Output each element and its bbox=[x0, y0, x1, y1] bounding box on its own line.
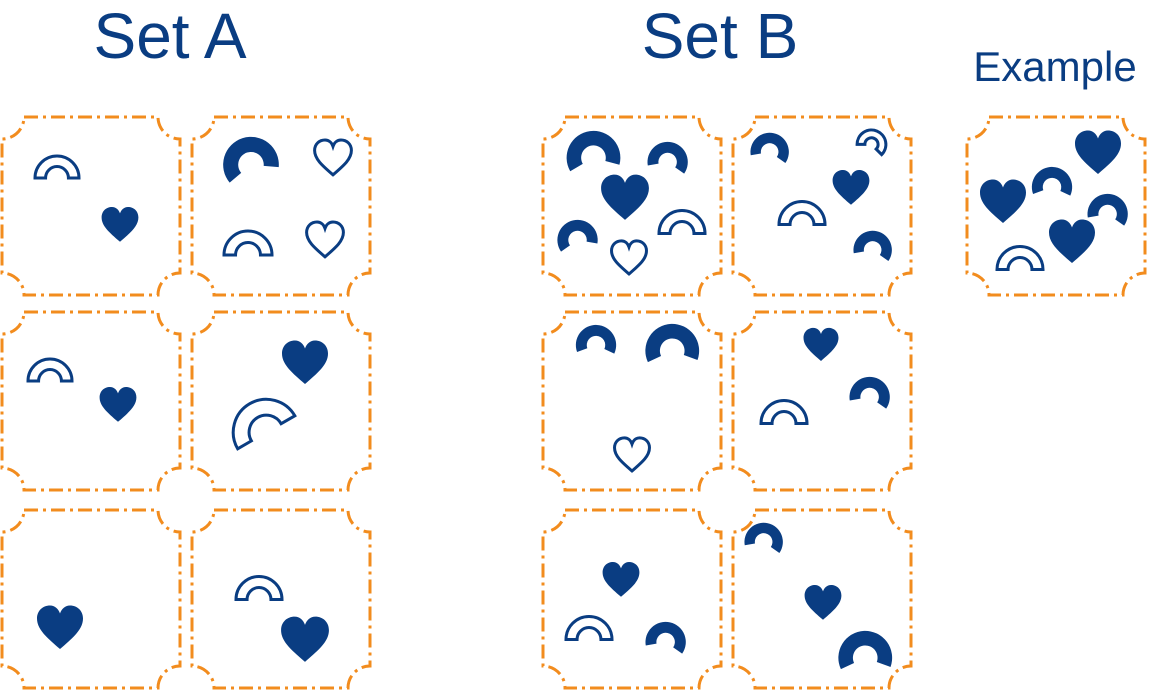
panel-example bbox=[965, 115, 1147, 297]
panel-border bbox=[0, 310, 182, 492]
filled-heart-icon bbox=[980, 179, 1026, 223]
outline-rainbow-icon bbox=[657, 209, 707, 236]
filled-arc-icon bbox=[566, 130, 621, 172]
panel-border bbox=[190, 115, 372, 297]
outline-heart-icon bbox=[313, 138, 353, 177]
set-a-title: Set A bbox=[93, 0, 247, 72]
outline-rainbow-icon bbox=[26, 357, 74, 383]
panel-set-a-2 bbox=[190, 115, 372, 297]
filled-arc-icon bbox=[1087, 193, 1128, 226]
example-title: Example bbox=[973, 43, 1137, 90]
outline-rainbow-icon bbox=[759, 399, 809, 426]
filled-heart-icon bbox=[99, 387, 137, 422]
outline-rainbow-icon bbox=[33, 154, 81, 180]
panel-border bbox=[0, 508, 182, 690]
filled-heart-icon bbox=[602, 562, 640, 597]
filled-heart-icon bbox=[1049, 219, 1095, 263]
panel-border bbox=[0, 115, 182, 297]
outline-rainbow-icon bbox=[777, 200, 827, 227]
panel-set-b-1 bbox=[541, 115, 723, 297]
filled-arc-icon bbox=[223, 136, 279, 183]
outline-heart-icon bbox=[305, 220, 345, 259]
panel-border bbox=[541, 508, 723, 690]
outline-rainbow-icon bbox=[564, 615, 614, 642]
panel-border bbox=[541, 310, 723, 492]
panel-set-b-2 bbox=[731, 115, 913, 297]
panel-set-a-5 bbox=[0, 508, 182, 690]
panel-set-a-3 bbox=[0, 310, 182, 492]
filled-heart-icon bbox=[101, 207, 139, 242]
filled-arc-icon bbox=[645, 621, 686, 654]
panel-set-b-5 bbox=[541, 508, 723, 690]
outline-rainbow-icon bbox=[222, 229, 274, 257]
outline-heart-icon bbox=[610, 239, 648, 276]
filled-arc-icon bbox=[645, 323, 700, 363]
filled-arc-icon bbox=[647, 141, 688, 174]
filled-heart-icon bbox=[804, 585, 842, 620]
filled-arc-icon bbox=[838, 630, 893, 670]
filled-arc-icon bbox=[849, 376, 890, 409]
filled-heart-icon bbox=[601, 174, 649, 220]
panel-border bbox=[731, 115, 913, 297]
panel-border bbox=[541, 115, 723, 297]
set-b-title: Set B bbox=[641, 0, 799, 72]
panel-border bbox=[190, 508, 372, 690]
outline-rainbow-icon bbox=[231, 397, 297, 451]
filled-arc-icon bbox=[1031, 166, 1073, 196]
filled-heart-icon bbox=[281, 616, 329, 662]
outline-rainbow-icon bbox=[234, 575, 284, 602]
panel-set-b-6 bbox=[731, 508, 913, 690]
outline-arc-icon bbox=[855, 128, 888, 157]
filled-arc-icon bbox=[744, 522, 783, 553]
filled-arc-icon bbox=[575, 324, 617, 354]
filled-heart-icon bbox=[1075, 130, 1121, 174]
filled-heart-icon bbox=[37, 605, 83, 649]
outline-heart-icon bbox=[613, 436, 651, 473]
panel-border bbox=[965, 115, 1147, 297]
panel-set-a-6 bbox=[190, 508, 372, 690]
panel-border bbox=[190, 310, 372, 492]
outline-rainbow-icon bbox=[995, 245, 1045, 272]
panel-set-a-1 bbox=[0, 115, 182, 297]
panel-border bbox=[731, 310, 913, 492]
panel-set-a-4 bbox=[190, 310, 372, 492]
panel-border bbox=[731, 508, 913, 690]
panel-set-b-3 bbox=[541, 310, 723, 492]
filled-arc-icon bbox=[750, 132, 789, 163]
filled-arc-icon bbox=[557, 219, 598, 252]
filled-heart-icon bbox=[803, 327, 839, 361]
filled-heart-icon bbox=[282, 340, 328, 384]
filled-arc-icon bbox=[853, 230, 892, 261]
panel-set-b-4 bbox=[731, 310, 913, 492]
filled-heart-icon bbox=[832, 170, 870, 205]
